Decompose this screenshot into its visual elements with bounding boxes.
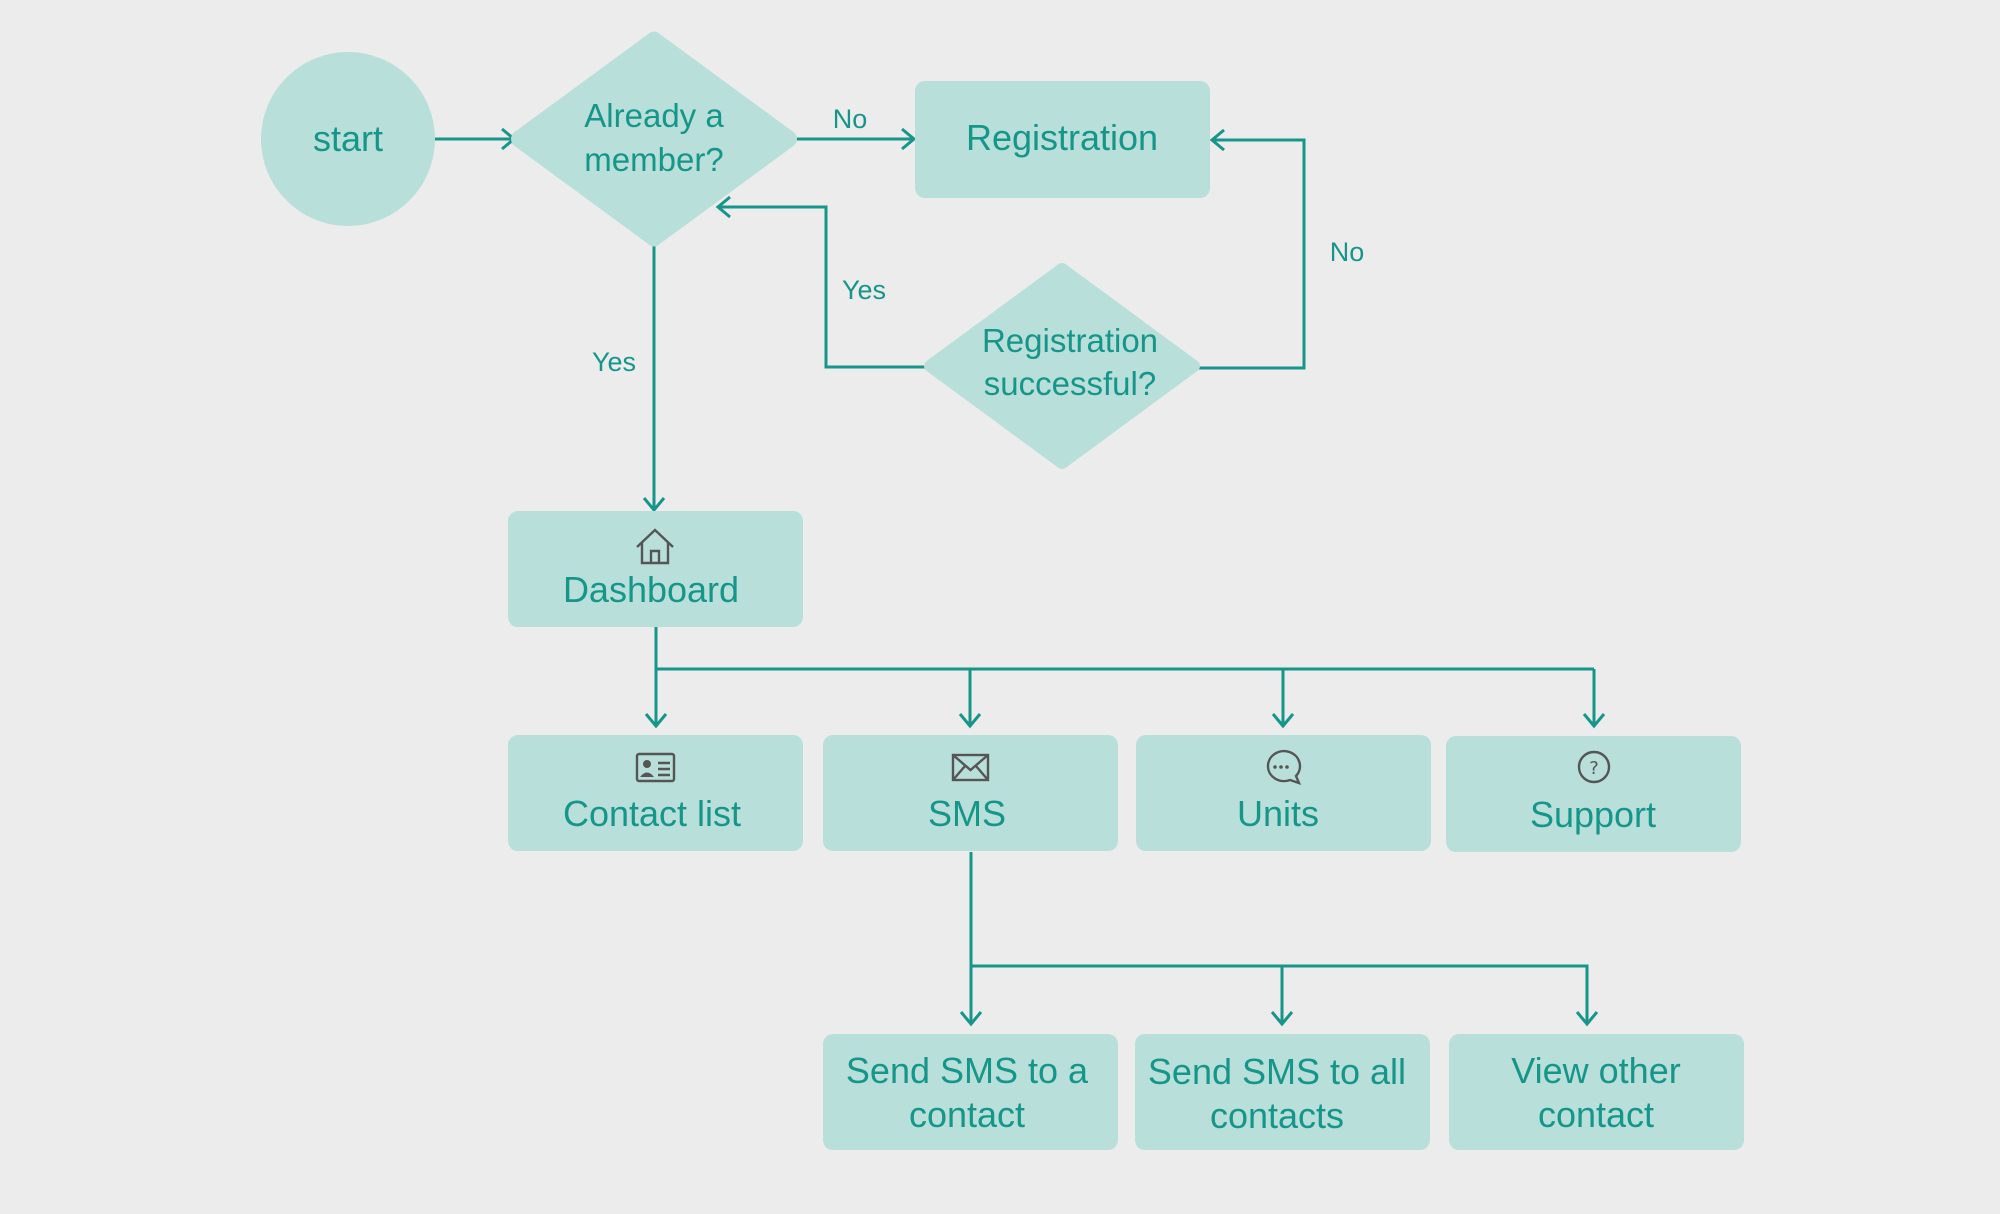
units-box xyxy=(1136,735,1431,851)
start-label: start xyxy=(313,118,383,159)
dashboard-label: Dashboard xyxy=(563,569,739,610)
start-node[interactable]: start xyxy=(261,52,435,226)
edge-label-member-no: No xyxy=(833,104,868,134)
decision-diamond xyxy=(511,31,797,247)
arrowhead xyxy=(1575,1011,1599,1027)
arrowhead xyxy=(1582,713,1606,729)
sms-node[interactable]: SMS xyxy=(823,735,1118,851)
already-member-decision[interactable]: Already a member? xyxy=(511,31,797,247)
arrowhead xyxy=(1271,713,1295,729)
envelope-icon xyxy=(951,753,990,782)
sms-box xyxy=(823,735,1118,851)
arrowhead xyxy=(959,1011,983,1027)
edges xyxy=(434,127,1606,1027)
home-icon xyxy=(636,528,674,565)
already-member-line2: member? xyxy=(584,141,723,178)
arrowhead xyxy=(1209,128,1225,152)
arrowhead xyxy=(715,195,731,219)
edge-success-yes-to-member xyxy=(720,205,926,369)
send-sms-contact-box xyxy=(823,1034,1118,1150)
chat-bubble-icon xyxy=(1266,749,1302,785)
question-circle-icon: ? xyxy=(1577,750,1611,784)
dashboard-box xyxy=(508,511,803,627)
start-circle xyxy=(261,52,435,226)
registration-successful-line1: Registration xyxy=(982,322,1158,359)
dashboard-node[interactable]: Dashboard xyxy=(508,511,803,627)
arrowhead xyxy=(1270,1011,1294,1027)
view-other-contact-node[interactable]: View other contact xyxy=(1449,1034,1744,1150)
send-sms-all-line1: Send SMS to all xyxy=(1148,1051,1406,1092)
registration-node[interactable]: Registration xyxy=(915,81,1210,198)
edge-label-member-yes: Yes xyxy=(592,347,636,377)
support-label: Support xyxy=(1530,794,1656,835)
support-box xyxy=(1446,736,1741,852)
registration-label: Registration xyxy=(966,117,1158,158)
contact-list-node[interactable]: Contact list xyxy=(508,735,803,851)
send-sms-all-line2: contacts xyxy=(1210,1095,1344,1136)
send-sms-all-node[interactable]: Send SMS to all contacts xyxy=(1135,1034,1430,1150)
units-node[interactable]: Units xyxy=(1136,735,1431,851)
view-other-contact-line2: contact xyxy=(1538,1094,1654,1135)
edge-label-registration-no: No xyxy=(1330,237,1365,267)
registration-successful-decision[interactable]: Registration successful? xyxy=(924,263,1200,469)
edge-sms-branch-line xyxy=(971,964,1589,1022)
arrowhead xyxy=(644,713,668,729)
contact-card-icon xyxy=(635,752,676,783)
view-other-contact-box xyxy=(1449,1034,1744,1150)
contact-list-box xyxy=(508,735,803,851)
support-node[interactable]: ? Support xyxy=(1446,736,1741,852)
registration-successful-line2: successful? xyxy=(984,365,1156,402)
edge-label-registration-yes: Yes xyxy=(842,275,886,305)
send-sms-all-box xyxy=(1135,1034,1430,1150)
registration-box xyxy=(915,81,1210,198)
svg-text:?: ? xyxy=(1589,758,1599,779)
edge-success-no-to-registration xyxy=(1198,138,1306,370)
view-other-contact-line1: View other xyxy=(1511,1050,1680,1091)
contact-list-label: Contact list xyxy=(563,793,741,834)
sms-label: SMS xyxy=(928,793,1006,834)
send-sms-contact-line2: contact xyxy=(909,1094,1025,1135)
decision-diamond xyxy=(924,263,1200,469)
arrowhead xyxy=(958,713,982,729)
send-sms-contact-node[interactable]: Send SMS to a contact xyxy=(823,1034,1118,1150)
arrowhead xyxy=(642,497,666,513)
send-sms-contact-line1: Send SMS to a xyxy=(846,1050,1089,1091)
already-member-line1: Already a xyxy=(584,97,724,134)
units-label: Units xyxy=(1237,793,1319,834)
arrowhead xyxy=(901,127,917,151)
